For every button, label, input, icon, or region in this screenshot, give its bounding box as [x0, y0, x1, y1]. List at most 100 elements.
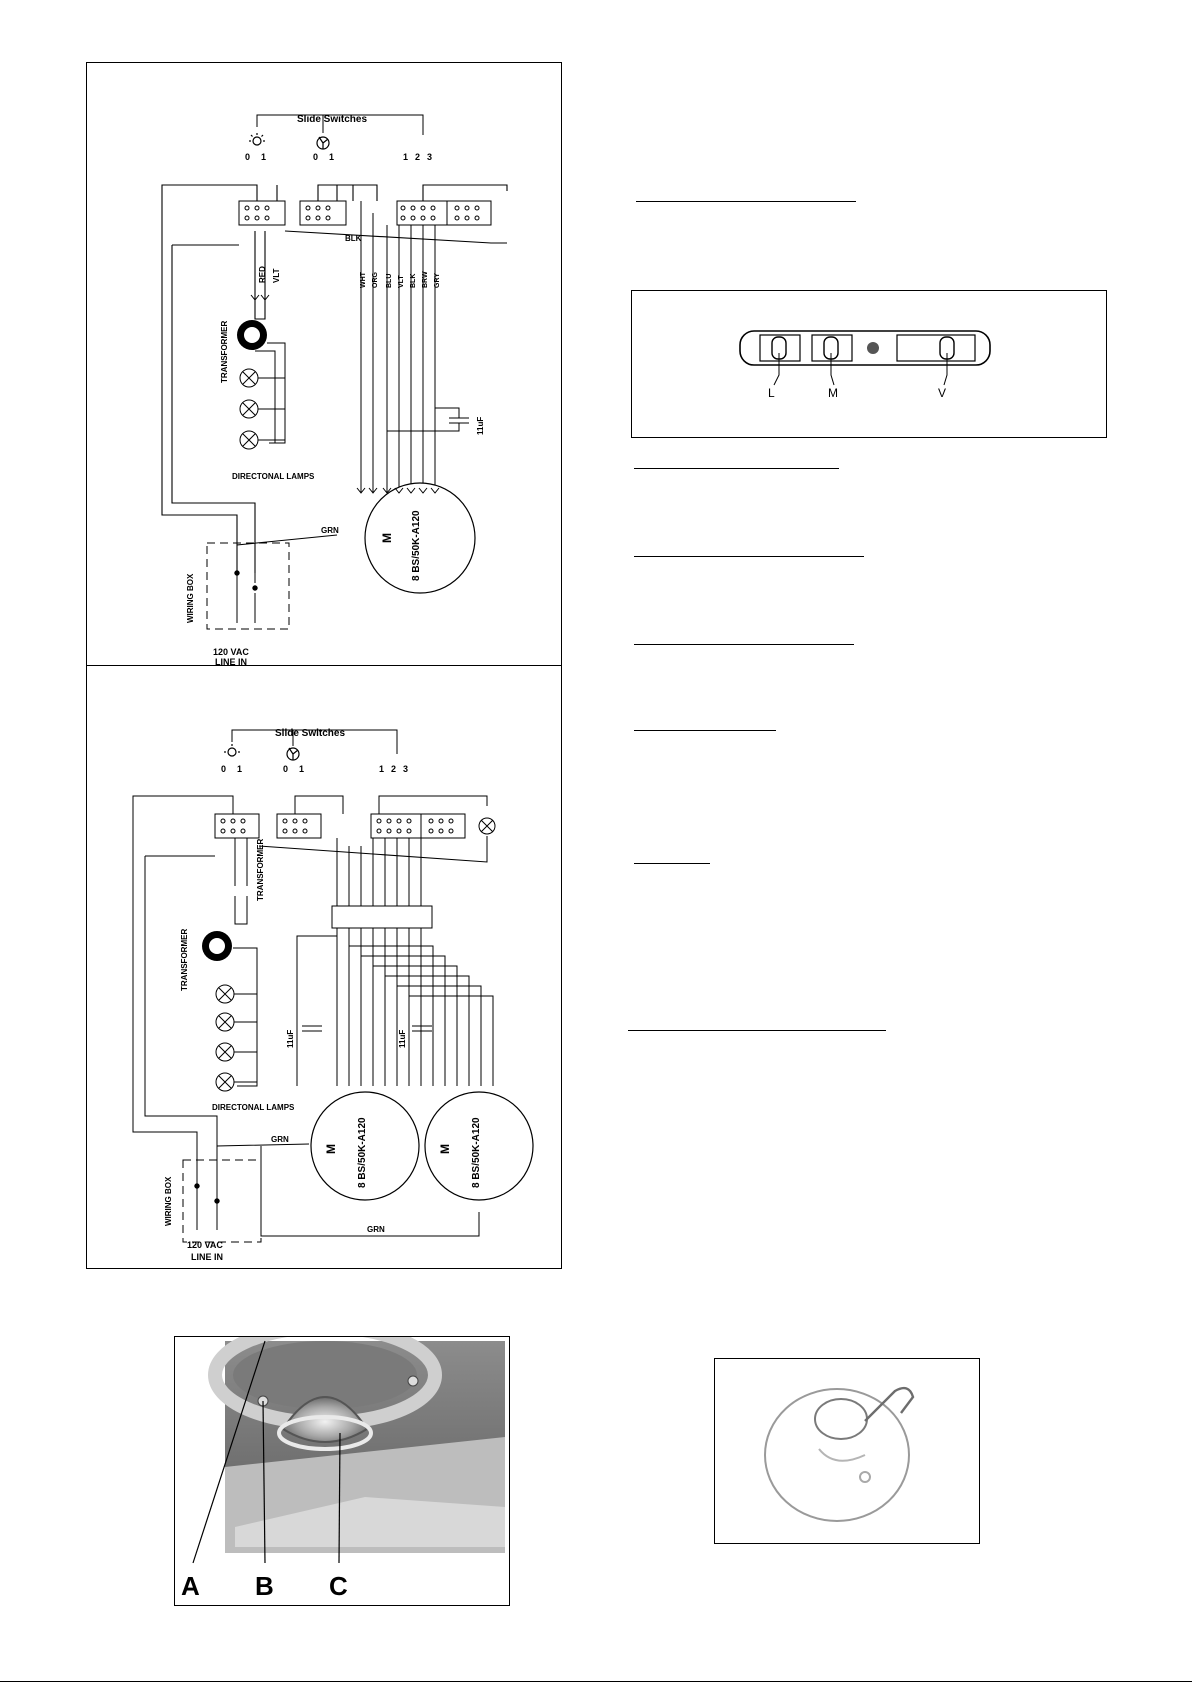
- photo-label-b: B: [255, 1571, 274, 1601]
- suction-cup-svg: [764, 1386, 915, 1522]
- vlt-wire-label: VLT: [272, 268, 281, 283]
- gry-wire-label: GRY: [434, 273, 441, 288]
- vlt-wire-label-2: VLT: [398, 275, 405, 288]
- section-rule-7: [628, 1030, 886, 1031]
- control-panel-svg: L M V: [739, 330, 991, 400]
- motor-1-symbol: M: [324, 1144, 338, 1154]
- light-switch-off-2: 0: [221, 764, 226, 774]
- lamp-3-icon: [239, 430, 259, 450]
- indicator-light-icon: [867, 342, 879, 354]
- wiring-diagram-2-svg: Slide Switches 0 1 0 1 1 2 3: [132, 728, 534, 1262]
- control-label-m: M: [828, 386, 838, 400]
- blk-wire-label-2: BLK: [410, 274, 417, 288]
- wiring-box: [206, 542, 290, 630]
- blu-wire-label: BLU: [386, 274, 393, 288]
- wiring-diagram-dual-motor: Slide Switches 0 1 0 1 1 2 3: [86, 665, 562, 1269]
- section-rule-3: [634, 556, 864, 557]
- control-panel-figure: L M V: [631, 290, 1107, 438]
- line-in-voltage-2: 120 VAC: [187, 1240, 223, 1250]
- capacitor-label-2b: 11uF: [398, 1030, 407, 1048]
- motor-2-symbol: M: [438, 1144, 452, 1154]
- lamp-2-4-icon: [215, 1072, 235, 1092]
- speed-3: 3: [427, 152, 432, 162]
- hood-reflection: [235, 1497, 505, 1547]
- wiring-box-2: [182, 1159, 262, 1243]
- light-switch-off: 0: [245, 152, 250, 162]
- speed-3-2: 3: [403, 764, 408, 774]
- wiring-diagram-single-motor: Slide Switches 0 1 0 1 1 2 3: [86, 62, 562, 667]
- blk-wire-label: BLK: [345, 234, 362, 243]
- capacitor-1-icon: [302, 1025, 322, 1032]
- fan-switch-on-2: 1: [299, 764, 304, 774]
- speed-2-2: 2: [391, 764, 396, 774]
- control-strip: [739, 330, 991, 366]
- capacitor-label: 11uF: [476, 417, 485, 435]
- lamp-photo-svg: A B C: [181, 1337, 505, 1601]
- grn-wire-label-2b: GRN: [367, 1225, 385, 1234]
- lamp-2-3-icon: [215, 1042, 235, 1062]
- fan-switch-icon-2: [286, 747, 300, 761]
- fan-switch-off-2: 0: [283, 764, 288, 774]
- light-switch-block: [238, 200, 286, 226]
- photo-label-a: A: [181, 1571, 200, 1601]
- light-switch-on: 1: [261, 152, 266, 162]
- lamp-recess: [233, 1341, 417, 1409]
- motor-model-label: 8 BS/50K-A120: [411, 510, 422, 581]
- slide-switches-label: Slide Switches: [297, 114, 367, 125]
- retaining-clip-right: [407, 1375, 419, 1387]
- light-switch-on-2: 1: [237, 764, 242, 774]
- halogen-lamp-icon: [277, 1396, 373, 1451]
- slide-switches-label-2: Slide Switches: [275, 728, 345, 739]
- lamps-label-2: DIRECTONAL LAMPS: [212, 1103, 295, 1112]
- control-label-v: V: [938, 386, 946, 400]
- capacitor-2-icon: [412, 1025, 432, 1032]
- fan-switch-on: 1: [329, 152, 334, 162]
- suction-cup-figure: [714, 1358, 980, 1544]
- lamp-photo-figure: A B C: [174, 1336, 510, 1606]
- transformer-icon: [237, 320, 267, 350]
- red-wire-label: RED: [258, 266, 267, 283]
- terminal-strip: [331, 905, 433, 929]
- lamp-1-icon: [239, 368, 259, 388]
- photo-label-c: C: [329, 1571, 348, 1601]
- grn-wire-label: GRN: [321, 526, 339, 535]
- page-bottom-rule: [0, 1681, 1192, 1682]
- lamp-2-icon: [239, 399, 259, 419]
- motor-2-icon: [424, 1091, 534, 1201]
- transformer-label-2-side: TRANSFORMER: [180, 929, 189, 991]
- capacitor-icon: [387, 407, 469, 432]
- speed-1-2: 1: [379, 764, 384, 774]
- speed-2: 2: [415, 152, 420, 162]
- transformer-label-2: TRANSFORMER: [256, 839, 265, 901]
- transformer-icon-2: [202, 931, 232, 961]
- line-in-label: LINE IN: [215, 657, 247, 667]
- speed-1: 1: [403, 152, 408, 162]
- fan-switch-off: 0: [313, 152, 318, 162]
- grn-wire-label-2a: GRN: [271, 1135, 289, 1144]
- motor-symbol: M: [380, 533, 394, 543]
- org-wire-label: ORG: [372, 272, 379, 289]
- wiring-diagram-1-svg: Slide Switches 0 1 0 1 1 2 3: [161, 114, 508, 667]
- light-slide-track: [759, 334, 801, 362]
- brw-wire-label: BRW: [422, 271, 429, 288]
- fan-switch-block: [299, 200, 347, 226]
- lamp-2-2-icon: [215, 1012, 235, 1032]
- capacitor-label-2a: 11uF: [286, 1030, 295, 1048]
- lamp-2-1-icon: [215, 984, 235, 1004]
- transformer-label: TRANSFORMER: [220, 321, 229, 383]
- wht-wire-label: WHT: [360, 271, 367, 288]
- fan-switch-icon: [316, 136, 330, 150]
- suction-cup-icon: [764, 1386, 915, 1522]
- motor-1-model-label: 8 BS/50K-A120: [357, 1117, 368, 1188]
- section-rule-6: [634, 863, 710, 864]
- speed-slide-track: [896, 334, 976, 362]
- section-rule-1: [636, 201, 856, 202]
- line-in-label-2: LINE IN: [191, 1252, 223, 1262]
- line-in-voltage: 120 VAC: [213, 647, 249, 657]
- fan-slide-track: [811, 334, 853, 362]
- speed-switch-block: [396, 200, 492, 226]
- lamps-label: DIRECTONAL LAMPS: [232, 472, 315, 481]
- section-rule-5: [634, 730, 776, 731]
- control-label-l: L: [768, 386, 775, 400]
- motor-2-model-label: 8 BS/50K-A120: [471, 1117, 482, 1188]
